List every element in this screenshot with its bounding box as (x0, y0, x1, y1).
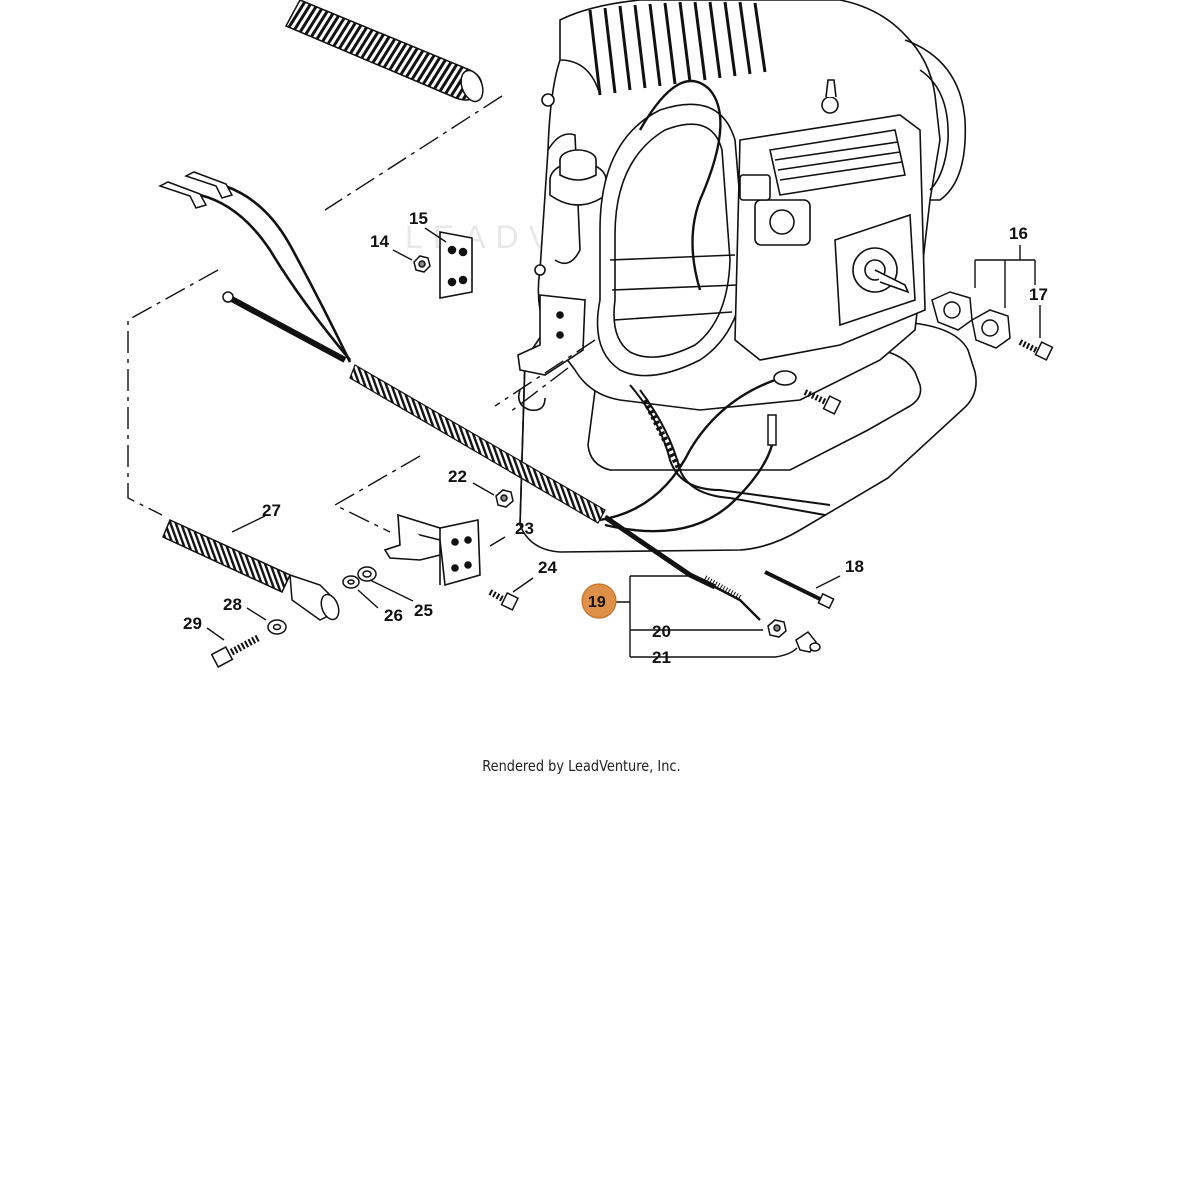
part-16-clamps (931, 291, 1011, 349)
part-25-washer (357, 566, 377, 582)
mounting-bracket (517, 294, 586, 412)
blower-hose (284, 0, 484, 103)
watermark-text: LEADV (405, 219, 560, 255)
callout-14[interactable]: 14 (370, 232, 389, 251)
callout-19[interactable]: 19 (588, 594, 606, 611)
callout-24[interactable]: 24 (538, 558, 557, 577)
throttle-cable-assembly (158, 171, 761, 621)
part-27-spring (162, 518, 340, 621)
callout-21[interactable]: 21 (652, 648, 671, 667)
callout-25[interactable]: 25 (414, 601, 433, 620)
callout-18[interactable]: 18 (845, 557, 864, 576)
part-14-nut (413, 255, 431, 273)
frame-wiring (599, 370, 842, 533)
part-26-washer (342, 575, 360, 589)
engine-cylinder (734, 79, 926, 361)
render-credit: Rendered by LeadVenture, Inc. (482, 757, 681, 775)
callout-22[interactable]: 22 (448, 467, 467, 486)
callout-27[interactable]: 27 (262, 501, 281, 520)
leader-lines (206, 227, 1041, 658)
part-15-plate (439, 231, 473, 299)
part-28-washer (267, 619, 287, 635)
callout-29[interactable]: 29 (183, 614, 202, 633)
callout-17[interactable]: 17 (1029, 285, 1048, 304)
part-24-screw (488, 589, 520, 611)
callout-15[interactable]: 15 (409, 209, 428, 228)
callout-20[interactable]: 20 (652, 622, 671, 641)
part-22-nut (495, 489, 514, 508)
phantom-lines (127, 95, 596, 533)
highlight-marker[interactable] (581, 583, 617, 619)
callout-16[interactable]: 16 (1009, 224, 1028, 243)
callout-26[interactable]: 26 (384, 606, 403, 625)
callout-23[interactable]: 23 (515, 519, 534, 538)
intake-duct (596, 79, 746, 377)
part-21-fitting (795, 630, 821, 653)
part-29-bolt (210, 634, 260, 668)
part-18-cable-tie (764, 570, 835, 610)
part-20-nut (767, 619, 787, 638)
part-23-bracket (383, 513, 481, 587)
part-17-screw (1018, 339, 1054, 361)
callout-28[interactable]: 28 (223, 595, 242, 614)
